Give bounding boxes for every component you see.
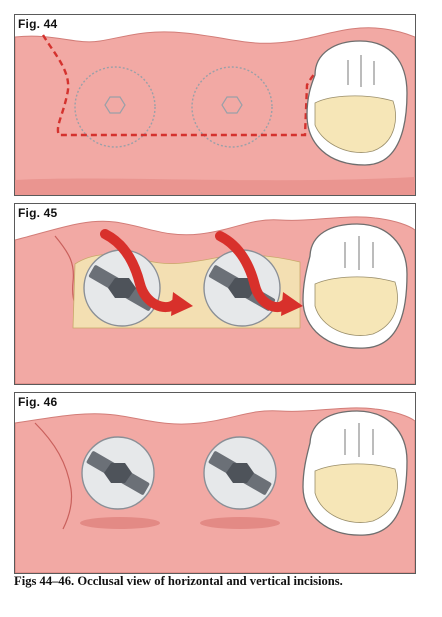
hex-socket-icon-1	[108, 278, 136, 298]
tooth-cusp-lines	[344, 236, 374, 270]
implant-hex-icon-1	[104, 96, 126, 114]
tissue-fold-1	[80, 517, 160, 529]
hex-socket-icon-1	[104, 463, 132, 483]
figure-46-panel: Fig. 46	[14, 392, 416, 574]
gingiva-shade	[15, 177, 415, 195]
figure-label: Fig. 45	[18, 206, 58, 220]
figure-label: Fig. 46	[18, 395, 58, 409]
figure-44-illustration	[15, 27, 415, 195]
tooth-cusp-lines	[347, 55, 375, 87]
figure-45-illustration	[15, 216, 415, 384]
figure-44-panel: Fig. 44	[14, 14, 416, 196]
implant-hex-icon-2	[221, 96, 243, 114]
premolar-occlusal-surface	[314, 276, 398, 336]
figure-45-panel: Fig. 45	[14, 203, 416, 385]
flap-rotation-arrow-2	[215, 231, 290, 313]
figure-label: Fig. 44	[18, 17, 58, 31]
arrow-head-icon-1	[171, 292, 193, 316]
arrow-head-icon-2	[281, 292, 303, 316]
hex-socket-icon-2	[226, 463, 254, 483]
planned-implant-outline-1	[74, 66, 156, 148]
hex-socket-icon-2	[228, 278, 256, 298]
figure-caption: Figs 44–46. Occlusal view of horizontal …	[14, 574, 343, 588]
tissue-fold-2	[200, 517, 280, 529]
figure-46-illustration	[15, 407, 415, 573]
tooth-cusp-lines	[344, 423, 374, 457]
premolar-occlusal-surface	[314, 463, 398, 523]
planned-implant-outline-2	[191, 66, 273, 148]
flap-rotation-arrow-1	[100, 229, 180, 313]
sutured-flap-line	[34, 422, 73, 530]
premolar-occlusal-surface	[314, 95, 396, 153]
